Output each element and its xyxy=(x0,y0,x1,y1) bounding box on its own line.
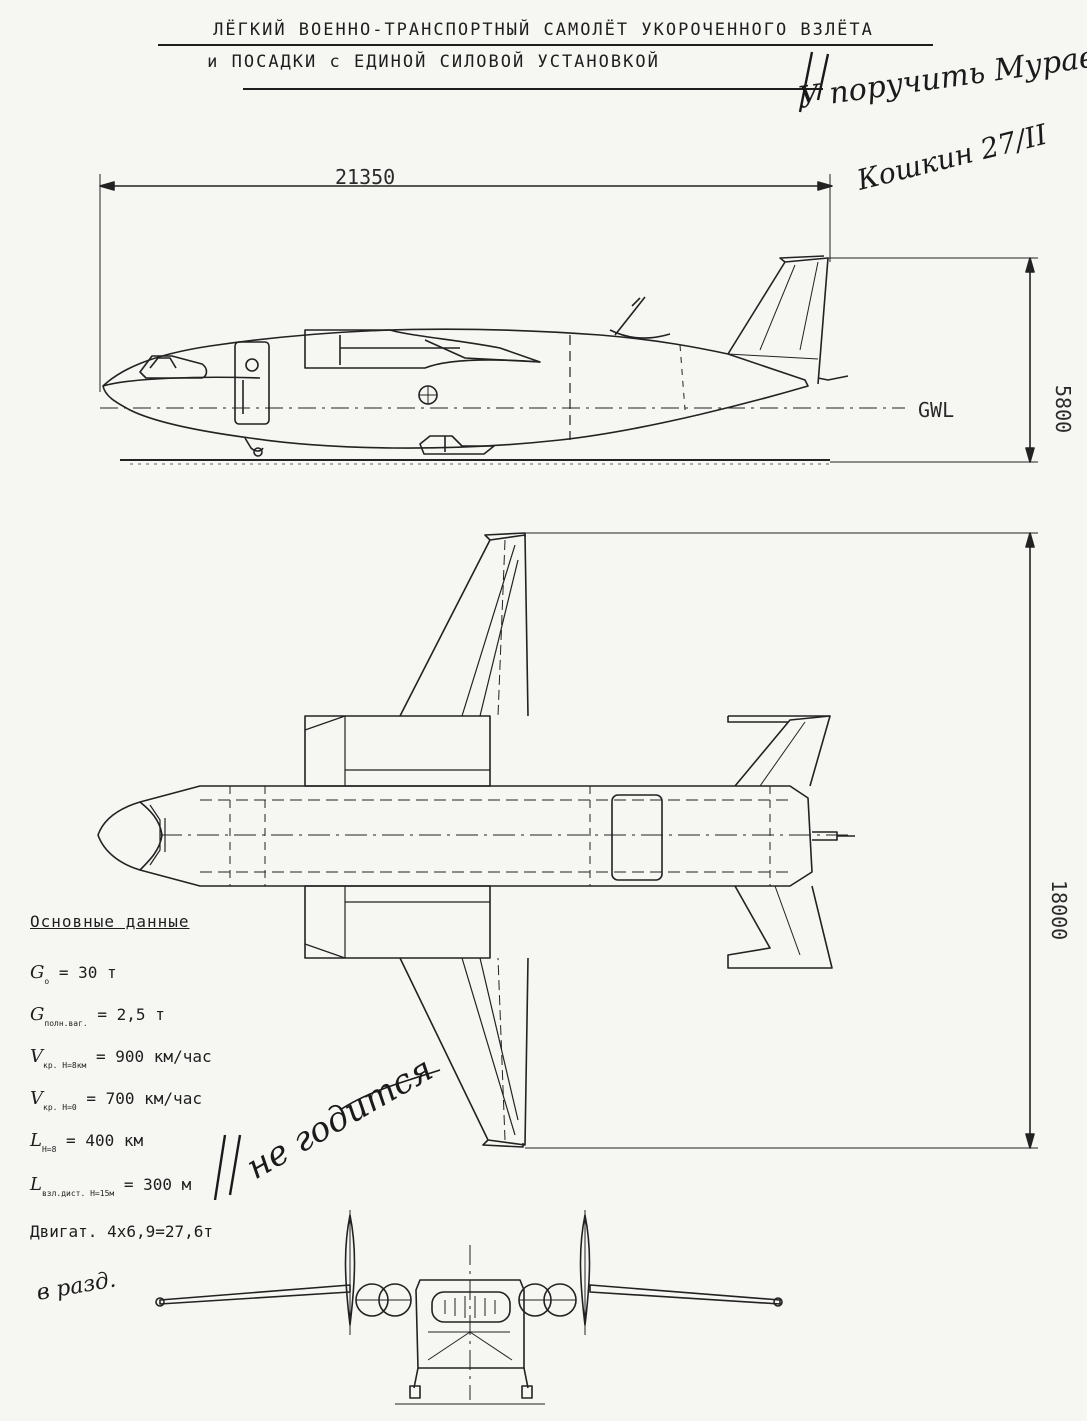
specs-block: Основные данные Gо = 30 т Gполн.ваг. = 2… xyxy=(30,912,290,1241)
title-line-2: и ПОСАДКИ с ЕДИНОЙ СИЛОВОЙ УСТАНОВКОЙ xyxy=(207,52,660,72)
spec-row-cruise-speed-altitude: Vкр. H=8км = 900 км/час xyxy=(30,1046,212,1070)
side-view xyxy=(99,174,1038,465)
length-dimension-label: 21350 xyxy=(335,165,395,189)
plan-view xyxy=(97,532,1038,1149)
handwritten-note-bottom: в разд. xyxy=(35,1267,118,1306)
spec-row-cruise-speed-sea-level: Vкр. H=0 = 700 км/час xyxy=(30,1088,202,1112)
spec-row-range: LH=8 = 400 км xyxy=(30,1130,144,1154)
height-dimension-label: 5800 xyxy=(1051,385,1075,433)
spec-row-mass: Gо = 30 т xyxy=(30,962,117,986)
title-line-1: ЛЁГКИЙ ВОЕННО-ТРАНСПОРТНЫЙ САМОЛЁТ УКОРО… xyxy=(213,20,874,40)
handwritten-note-top: У поручить Муравьёву xyxy=(796,30,1087,116)
spec-row-takeoff-distance: Lвзл.дист. H=15м = 300 м xyxy=(30,1174,192,1198)
ground-line-label: GWL xyxy=(918,398,954,422)
title-underline-2 xyxy=(243,88,823,90)
spec-row-engines: Двигат. 4х6,9=27,6т xyxy=(30,1222,214,1241)
specs-heading: Основные данные xyxy=(30,912,190,931)
span-dimension-label: 18000 xyxy=(1047,880,1071,940)
handwritten-note-mid: не годится xyxy=(240,1049,440,1188)
front-view xyxy=(155,1210,783,1405)
handwritten-signature-top: Кошкин 27/II xyxy=(853,118,1051,198)
spec-row-payload: Gполн.ваг. = 2,5 т xyxy=(30,1004,165,1028)
title-underline-1 xyxy=(158,44,933,46)
